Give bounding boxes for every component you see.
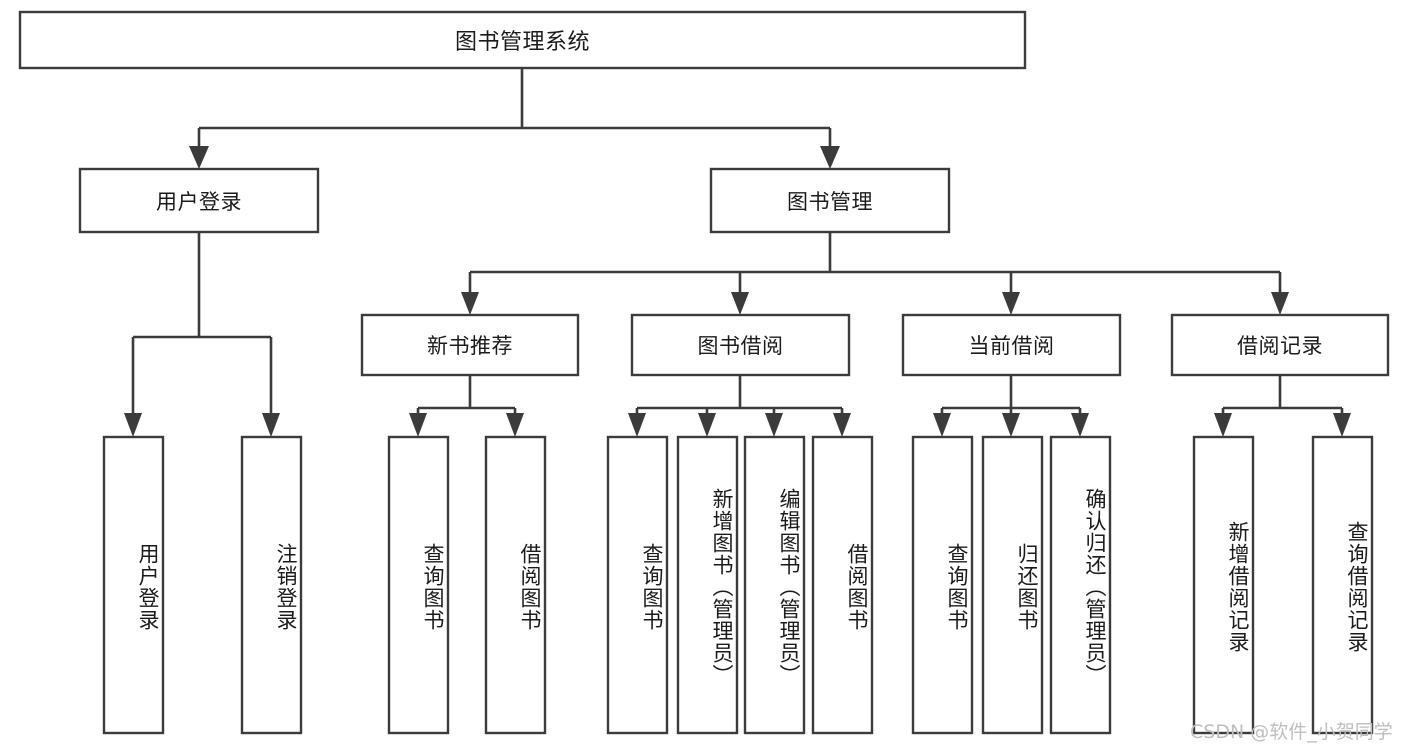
connector-borrow-to-leaves [628, 375, 851, 437]
node-box-leaf[interactable] [1311, 435, 1374, 735]
node-box-leaf[interactable] [811, 435, 874, 735]
arrow-icon [1271, 292, 1289, 315]
connector-bookmgmt-to-level3 [461, 232, 1289, 315]
connector-userlogin-to-leaves [124, 232, 280, 437]
arrow-icon [933, 413, 951, 437]
node-box-leaf[interactable] [676, 435, 739, 735]
node-box-leaf[interactable] [1049, 435, 1112, 735]
node-box-leaf[interactable] [1192, 435, 1255, 735]
node-box-leaf[interactable] [911, 435, 974, 735]
node-box-leaf[interactable] [240, 435, 303, 735]
arrow-icon [820, 146, 840, 169]
arrow-icon [731, 292, 749, 315]
arrow-icon [461, 292, 479, 315]
arrow-icon [124, 413, 142, 437]
node-box-leaf[interactable] [484, 435, 547, 735]
arrow-icon [1071, 413, 1089, 437]
arrow-icon [262, 413, 280, 437]
node-box-leaf[interactable] [981, 435, 1044, 735]
node-box-new-book-recommend[interactable] [360, 313, 580, 377]
arrow-icon [1214, 413, 1232, 437]
arrow-icon [1002, 292, 1020, 315]
node-box-root[interactable] [18, 10, 1027, 70]
node-box-borrow-records[interactable] [1170, 313, 1390, 377]
node-box-leaf[interactable] [102, 435, 165, 735]
arrow-icon [1002, 413, 1020, 437]
connector-current-to-leaves [933, 375, 1089, 437]
node-box-book-management[interactable] [709, 167, 951, 234]
arrow-icon [409, 413, 427, 437]
arrow-icon [698, 413, 716, 437]
arrow-icon [833, 413, 851, 437]
arrow-icon [765, 413, 783, 437]
connector-root-to-level2 [189, 68, 840, 169]
connector-newbook-to-leaves [409, 375, 524, 437]
arrow-icon [189, 146, 209, 169]
arrow-icon [1333, 413, 1351, 437]
node-box-current-borrow[interactable] [901, 313, 1122, 377]
node-box-book-borrow[interactable] [630, 313, 851, 377]
node-box-leaf[interactable] [606, 435, 669, 735]
node-box-leaf[interactable] [743, 435, 806, 735]
arrow-icon [506, 413, 524, 437]
arrow-icon [628, 413, 646, 437]
node-box-user-login[interactable] [78, 167, 320, 234]
connector-records-to-leaves [1214, 375, 1351, 437]
node-box-leaf[interactable] [387, 435, 450, 735]
